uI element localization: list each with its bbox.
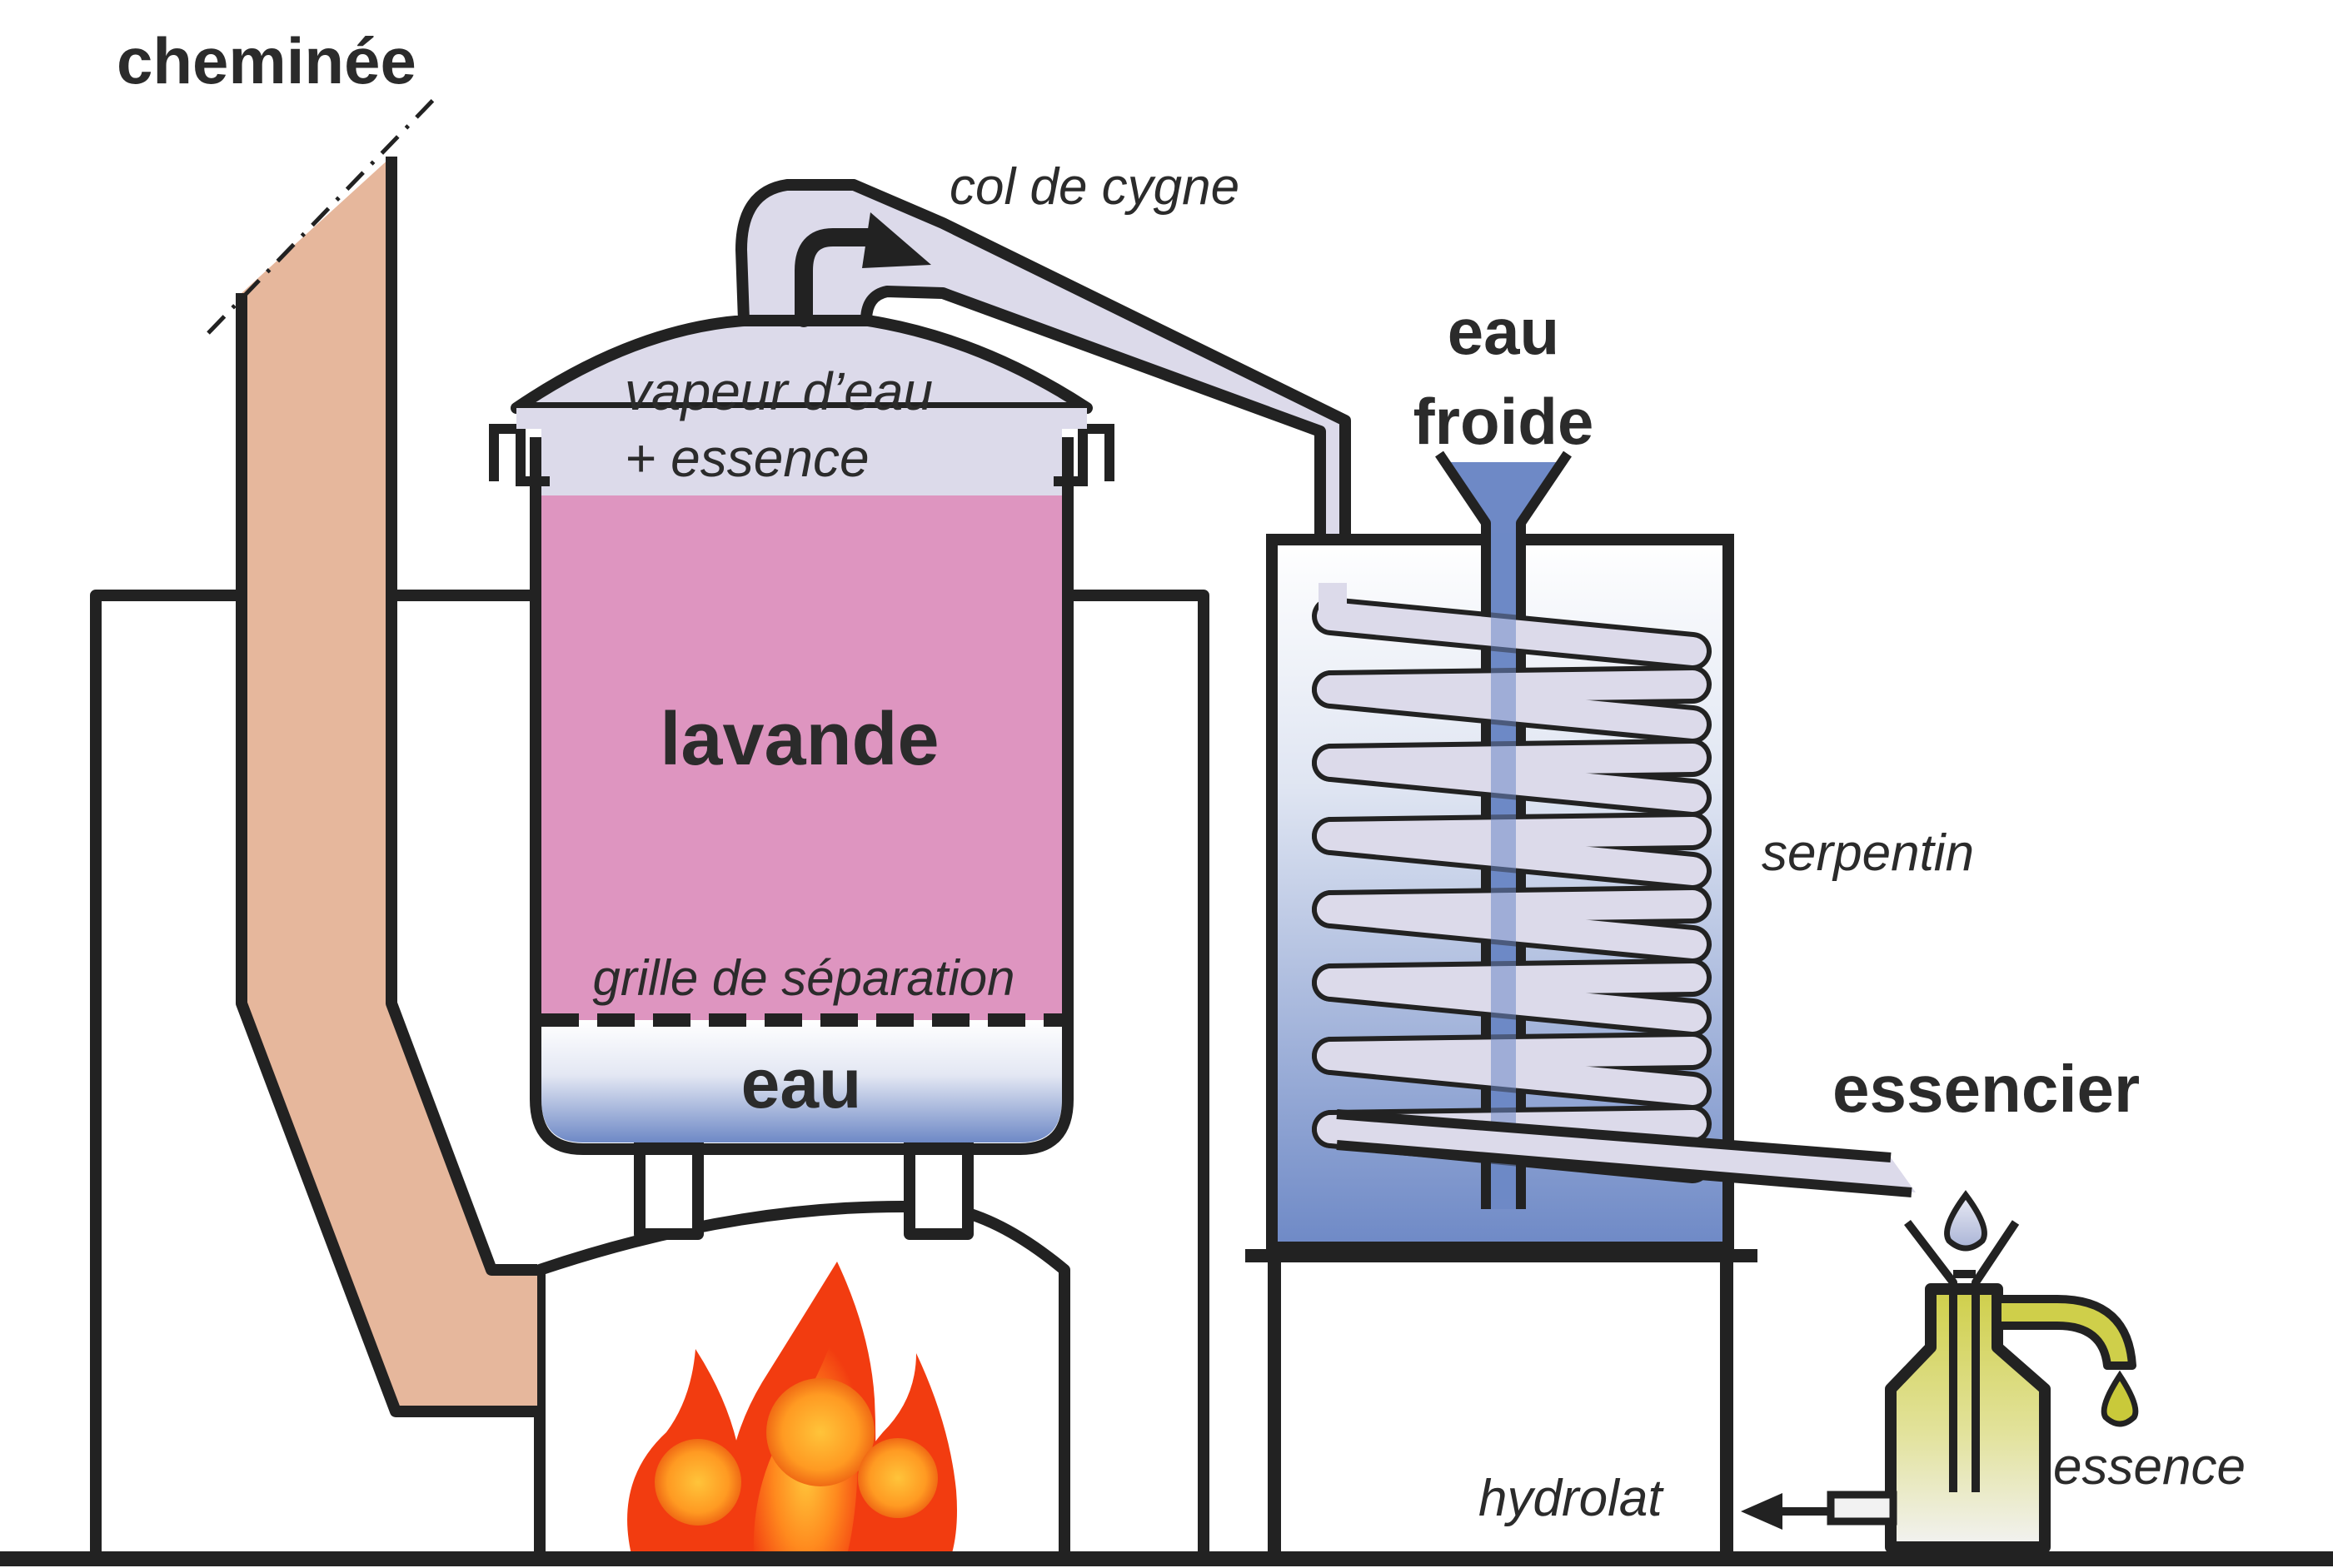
label-coil: serpentin bbox=[1762, 824, 1974, 882]
vapour-zone bbox=[541, 425, 1062, 495]
boiler-water bbox=[541, 1020, 1062, 1142]
label-essential-oil: essence bbox=[2053, 1438, 2246, 1496]
oil-drop-icon bbox=[2101, 1370, 2139, 1427]
left-arrow-icon bbox=[1741, 1493, 1782, 1530]
furnace-right-wall bbox=[1070, 590, 1209, 1559]
label-separator: essencier bbox=[1832, 1052, 2140, 1126]
swan-neck-pipe bbox=[735, 179, 1351, 589]
water-drop-icon bbox=[1944, 1190, 1987, 1252]
label-hydrosol: hydrolat bbox=[1478, 1470, 1664, 1527]
label-chimney: cheminée bbox=[117, 24, 416, 97]
outlet-pipe-body bbox=[1337, 1114, 1916, 1192]
lavender-charge bbox=[541, 491, 1062, 1020]
boiler-support-left bbox=[634, 1137, 704, 1240]
chimney-top-dashdot bbox=[207, 94, 439, 335]
vapour-flow-arrow-icon bbox=[795, 228, 884, 327]
label-cold-water-line1: eau bbox=[1448, 295, 1559, 368]
chimney bbox=[207, 94, 537, 1417]
furnace-top-left bbox=[391, 590, 543, 620]
label-cold-water-line2: froide bbox=[1413, 385, 1594, 458]
label-water: eau bbox=[741, 1044, 862, 1122]
hydrosol-outlet bbox=[1827, 1491, 1897, 1526]
label-vapour-line2: + essence bbox=[625, 428, 870, 488]
boiler bbox=[489, 311, 1114, 1155]
outlet-pipe bbox=[1336, 1109, 1916, 1197]
separator-spout bbox=[1993, 1295, 2136, 1370]
boiler-support-right bbox=[904, 1137, 974, 1240]
boiler-wall bbox=[530, 437, 1074, 1155]
condenser-stand bbox=[1245, 1249, 1757, 1561]
label-separation-grid: grille de séparation bbox=[593, 950, 1015, 1006]
label-vapour-line1: vapeur d’eau bbox=[625, 361, 933, 421]
cold-water-pipe bbox=[1491, 533, 1516, 1199]
flame-icon bbox=[627, 1262, 957, 1561]
swan-neck bbox=[735, 179, 1351, 589]
separator-flask bbox=[1741, 1190, 2139, 1553]
furnace-left-wall bbox=[90, 590, 242, 1559]
label-lavender: lavande bbox=[660, 698, 939, 781]
label-swan-neck: col de cygne bbox=[950, 158, 1239, 216]
curved-arrow-icon bbox=[862, 212, 931, 268]
